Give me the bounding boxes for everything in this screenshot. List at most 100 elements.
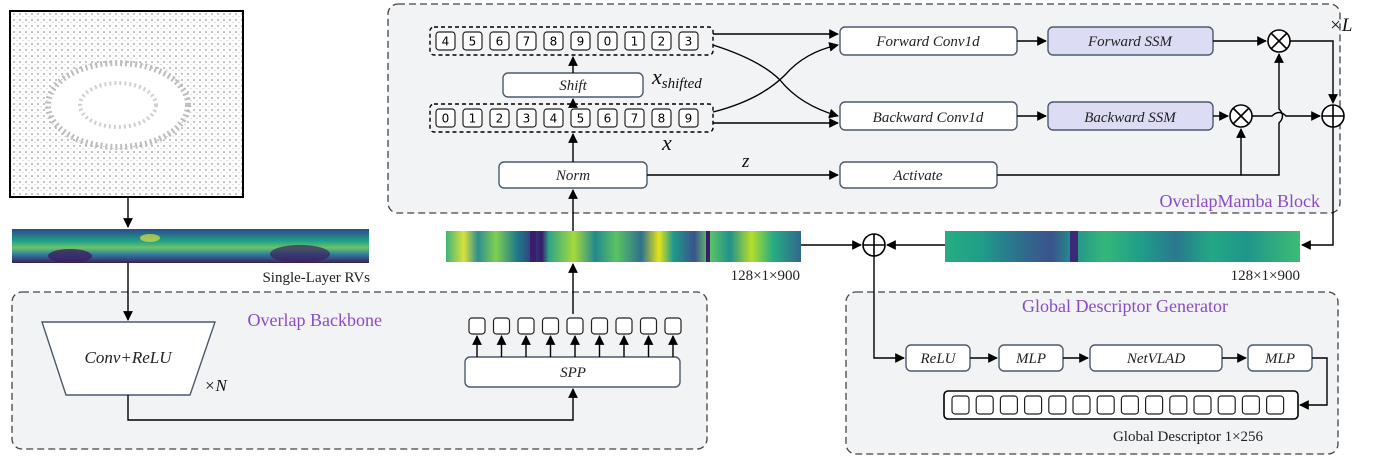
token-label: 8 xyxy=(658,112,666,126)
token-cell xyxy=(570,108,591,128)
spp-output-cell xyxy=(590,317,609,335)
overlap-backbone-title: Overlap Backbone xyxy=(248,310,382,330)
x-shifted-var: xshifted xyxy=(651,64,702,92)
spp-box xyxy=(464,356,681,388)
spp-output-cell xyxy=(468,317,486,335)
spp-output-cell xyxy=(541,317,560,335)
token-cell xyxy=(678,108,699,128)
conv-relu-label: Conv+ReLU xyxy=(84,348,173,367)
shifted-token-cell xyxy=(435,31,456,51)
shifted-token-cell xyxy=(489,31,510,51)
add-to-relu-arrow xyxy=(873,256,905,363)
token-label: 1 xyxy=(469,112,477,126)
spp-output-cell xyxy=(517,317,535,335)
global-descriptor-cell xyxy=(1193,395,1212,415)
global-descriptor-cell xyxy=(1144,395,1164,415)
global-descriptor-cell xyxy=(975,395,994,415)
token-label: 4 xyxy=(550,112,558,126)
spp-output-cell xyxy=(615,317,633,335)
right-feature-dim: 128×1×900 xyxy=(1231,268,1300,284)
token-label: 7 xyxy=(631,112,639,126)
global-descriptor-cell xyxy=(1241,395,1261,415)
z-var: z xyxy=(741,151,750,172)
global-descriptor-cell xyxy=(1096,395,1115,415)
global-descriptor-cell xyxy=(1023,395,1043,415)
token-label: 6 xyxy=(604,112,612,126)
token-cell xyxy=(651,108,672,128)
token-cell xyxy=(543,108,564,128)
token-cell xyxy=(489,108,510,128)
conv-relu-trapezoid xyxy=(41,321,216,396)
shifted-token-cell xyxy=(543,31,564,51)
shifted-token-label: 2 xyxy=(658,35,666,49)
add-features-icon xyxy=(862,233,886,257)
token-cell xyxy=(516,108,537,128)
shifted-token-label: 5 xyxy=(469,35,477,49)
mamba-repeat-label: ×L xyxy=(1329,15,1352,36)
forward-ssm-label: Forward SSM xyxy=(1087,34,1174,50)
multiply-forward-icon xyxy=(1267,29,1291,53)
shifted-token-cell xyxy=(678,31,699,51)
token-label: 0 xyxy=(442,112,450,126)
global-descriptor-cell xyxy=(1265,395,1285,415)
global-descriptor-cell xyxy=(1072,395,1091,415)
global-descriptor-cells xyxy=(951,395,1285,415)
token-label: 5 xyxy=(577,112,585,126)
token-cell xyxy=(597,108,618,128)
mlp-to-descriptor-arrow xyxy=(1299,357,1328,410)
relu-label: ReLU xyxy=(920,351,957,367)
shifted-token-label: 9 xyxy=(577,35,585,49)
mlp2-label: MLP xyxy=(1264,351,1295,367)
overlapmamba-block-title: OverlapMamba Block xyxy=(1160,191,1320,211)
token-label: 9 xyxy=(685,112,693,126)
token-cell xyxy=(624,108,645,128)
spp-output-cells xyxy=(468,317,682,335)
token-cells: 0 1 2 3 4 5 6 7 8 9 xyxy=(435,108,699,128)
token-label: 3 xyxy=(523,112,531,126)
token-label: 2 xyxy=(496,112,504,126)
norm-label: Norm xyxy=(555,168,590,184)
backward-conv1d-label: Backward Conv1d xyxy=(873,110,984,126)
shift-label: Shift xyxy=(559,78,587,94)
spp-output-arrows xyxy=(472,335,678,357)
shifted-token-label: 3 xyxy=(685,35,693,49)
global-descriptor-cell xyxy=(951,395,970,415)
forward-conv1d-label: Forward Conv1d xyxy=(875,34,980,50)
shifted-token-row xyxy=(429,26,714,56)
left-feature-dim: 128×1×900 xyxy=(731,268,800,284)
shifted-token-cell xyxy=(462,31,483,51)
shifted-token-label: 8 xyxy=(550,35,558,49)
global-descriptor-generator-panel xyxy=(845,291,1339,455)
rv-label: Single-Layer RVs xyxy=(262,270,370,286)
netvlad-label: NetVLAD xyxy=(1126,351,1185,367)
global-descriptor-cell xyxy=(1169,395,1188,415)
token-row xyxy=(429,103,714,133)
global-descriptor-label: Global Descriptor 1×256 xyxy=(1113,429,1264,445)
spp-label: SPP xyxy=(560,365,586,381)
token-cell xyxy=(435,108,456,128)
global-descriptor-cell xyxy=(1048,395,1067,415)
shifted-token-cell xyxy=(651,31,672,51)
shifted-token-label: 0 xyxy=(604,35,612,49)
feature-map-right xyxy=(945,231,1300,262)
shifted-token-cell xyxy=(597,31,618,51)
mlp1-label: MLP xyxy=(1015,351,1046,367)
gdg-title: Global Descriptor Generator xyxy=(1022,296,1228,316)
multiply-backward-icon xyxy=(1229,104,1253,128)
global-descriptor-cell xyxy=(1217,395,1236,415)
shifted-token-label: 1 xyxy=(631,35,639,49)
shifted-token-label: 6 xyxy=(496,35,504,49)
global-descriptor-cell xyxy=(1120,395,1140,415)
shifted-token-label: 4 xyxy=(442,35,450,49)
backbone-repeat-label: ×N xyxy=(204,376,228,395)
spp-output-cell xyxy=(664,317,682,335)
add-mamba-icon xyxy=(1321,104,1345,128)
conv-to-spp-arrow xyxy=(127,388,578,421)
shifted-token-cell xyxy=(624,31,645,51)
feature-map-left xyxy=(446,231,801,262)
shifted-token-cell xyxy=(570,31,591,51)
mamba-connectors xyxy=(568,29,1338,250)
token-cell xyxy=(462,108,483,128)
